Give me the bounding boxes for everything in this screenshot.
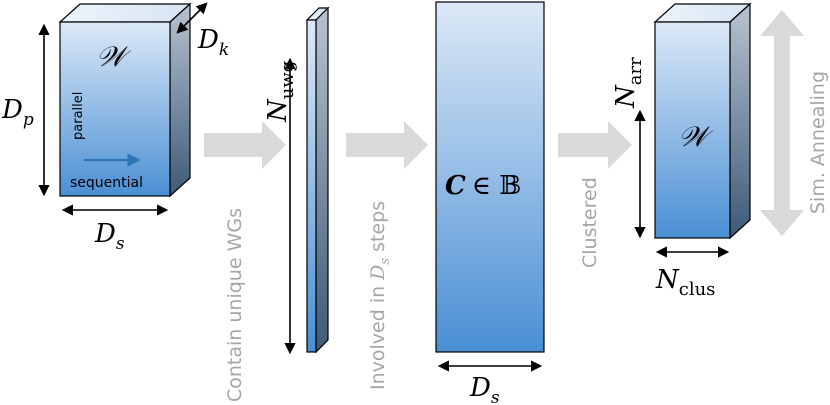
slab-side-face [315,6,329,354]
nclus-label: Nclus [655,265,715,300]
involved-in-ds-steps-label: Involved in Ds steps [367,201,393,390]
dp-label: Dp [1,95,34,130]
sim-annealing-double-arrow [760,10,804,236]
clustered-label: Clustered [579,177,601,268]
arranged-weight-cube: 𝒲 [653,2,752,240]
dk-label: Dk [197,25,229,60]
cube2-front-face [654,21,731,239]
ds-label-1: Ds [94,219,125,254]
cube-side-face [169,2,191,198]
unique-wg-slab [305,6,330,354]
matrix-c-label: C∈ 𝔹 [445,171,521,201]
flow-arrow-2 [346,121,428,169]
sim-annealing-label: Sim. Annealing [807,71,829,214]
cube-top-face [58,3,192,23]
ds-label-2: Ds [469,373,500,405]
cube-front-face [59,21,171,197]
slab-front-face [306,19,317,353]
cluster-matrix [435,1,545,353]
cube2-side-face [729,2,751,240]
weight-cube: 𝒲 parallel sequential [58,2,192,198]
parallel-label: parallel [71,92,86,140]
flow-arrow-1 [204,121,286,169]
flow-arrow-3 [558,121,632,169]
sequential-label: sequential [70,175,143,191]
narr-label: Narr [611,57,646,109]
nuwg-label: Nuwg [263,61,298,123]
dk-dimension-arrow [176,2,208,34]
contain-unique-wgs-label: Contain unique WGs [224,208,246,402]
